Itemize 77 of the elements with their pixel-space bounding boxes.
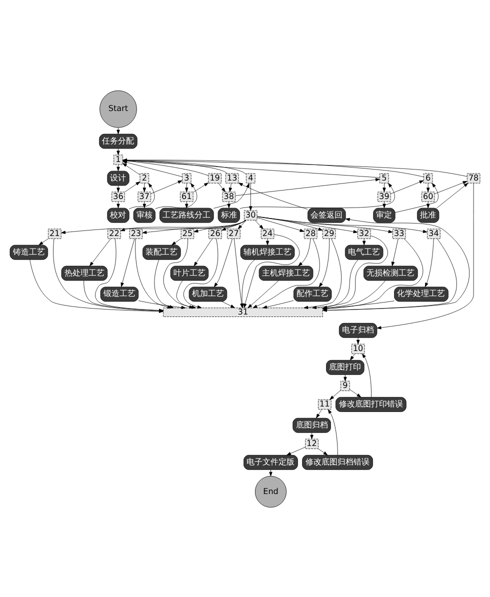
arrow xyxy=(116,164,120,171)
arrow xyxy=(124,181,140,192)
arrow xyxy=(222,220,246,230)
arrow xyxy=(328,408,338,455)
arrow xyxy=(30,258,164,312)
arrow xyxy=(424,238,434,287)
arrow xyxy=(257,216,393,233)
arrow xyxy=(116,127,120,134)
arrow xyxy=(95,238,164,312)
arrow xyxy=(142,200,146,208)
arrow xyxy=(227,200,230,208)
arrow xyxy=(390,180,424,194)
arrow xyxy=(214,238,233,287)
arrow xyxy=(426,182,430,192)
arrow xyxy=(298,238,311,266)
arrow xyxy=(394,182,438,212)
arrow xyxy=(192,182,208,192)
arrow xyxy=(53,238,164,312)
arrow xyxy=(194,238,212,266)
arrow xyxy=(238,220,247,229)
arrow xyxy=(235,178,380,196)
arrow xyxy=(38,238,48,245)
arrow xyxy=(382,182,386,192)
arrow xyxy=(349,388,362,397)
arrow xyxy=(84,280,164,312)
arrow xyxy=(436,182,468,208)
arrow xyxy=(252,238,320,308)
arrow xyxy=(362,238,366,245)
arrow xyxy=(228,182,232,192)
arrow xyxy=(310,432,314,439)
arrow xyxy=(244,234,300,308)
arrow xyxy=(426,200,430,208)
arrow xyxy=(330,390,341,400)
arrow xyxy=(142,182,146,192)
arrow xyxy=(128,182,155,209)
arrow xyxy=(116,184,120,192)
arrow xyxy=(382,200,386,208)
arrow xyxy=(142,219,246,234)
arrow xyxy=(266,238,270,245)
arrow xyxy=(262,300,294,308)
arrow xyxy=(61,220,246,234)
arrow xyxy=(116,200,120,208)
arrow xyxy=(238,182,308,210)
arrow xyxy=(269,469,272,476)
arrow xyxy=(90,238,111,266)
arrow xyxy=(240,182,395,208)
arrow xyxy=(256,216,358,233)
arrow xyxy=(256,216,304,232)
arrow xyxy=(185,200,188,208)
arrow xyxy=(185,182,188,192)
arrow xyxy=(350,353,356,360)
arrow xyxy=(122,162,140,175)
arrow xyxy=(434,180,468,194)
arrow xyxy=(150,180,182,194)
arrow xyxy=(194,220,246,232)
arrow xyxy=(286,446,306,455)
arrow xyxy=(249,182,252,210)
arrow xyxy=(222,300,235,308)
arrow xyxy=(391,238,398,266)
arrow xyxy=(218,182,226,192)
arrow xyxy=(257,216,428,232)
arrow xyxy=(362,353,372,397)
arrow xyxy=(116,148,120,155)
arrow xyxy=(318,238,330,287)
arrow xyxy=(176,280,194,308)
arrow xyxy=(254,220,264,229)
arrow xyxy=(356,337,360,344)
arrow xyxy=(214,182,250,208)
arrow xyxy=(318,448,328,455)
arrow xyxy=(155,182,198,208)
arrow xyxy=(120,238,135,287)
arrow xyxy=(256,216,323,230)
arrow xyxy=(316,408,322,418)
arrow xyxy=(344,374,347,381)
arrow xyxy=(172,238,182,245)
arrow xyxy=(248,280,279,308)
arrow xyxy=(120,220,246,231)
